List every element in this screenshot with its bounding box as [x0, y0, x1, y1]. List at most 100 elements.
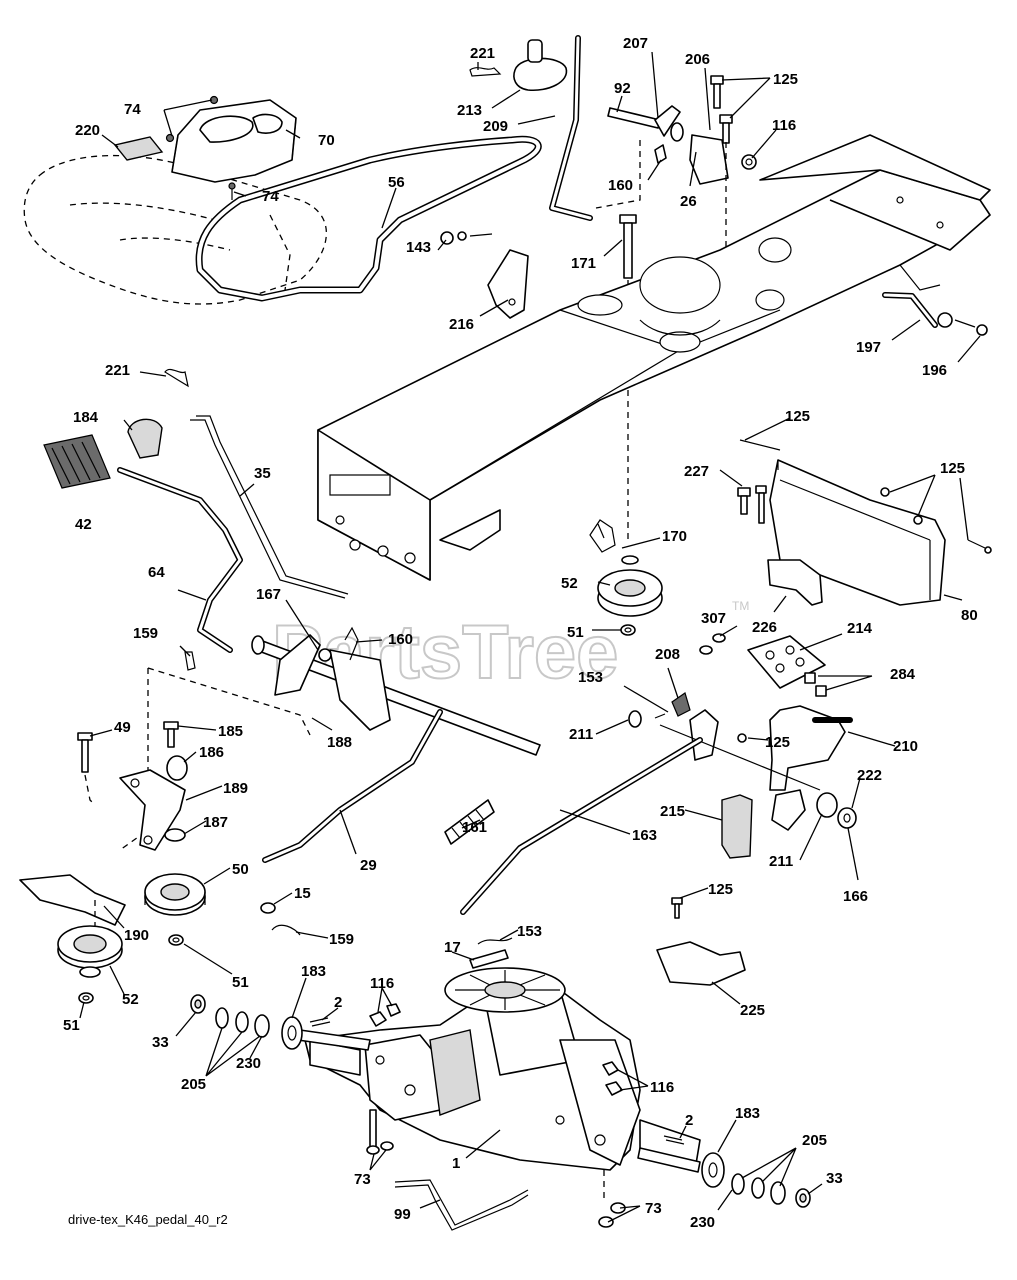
- callout-c210[interactable]: 210: [893, 738, 918, 755]
- callout-c70[interactable]: 70: [318, 132, 335, 149]
- clip-160[interactable]: [344, 626, 359, 661]
- pad-screws[interactable]: [699, 633, 726, 655]
- callout-c170[interactable]: 170: [662, 528, 687, 545]
- washer-15[interactable]: [260, 902, 276, 914]
- spring-17[interactable]: [469, 937, 513, 969]
- callout-c209[interactable]: 209: [483, 118, 508, 135]
- main-frame[interactable]: [317, 134, 991, 581]
- callout-c64[interactable]: 64: [148, 564, 165, 581]
- callout-c125d[interactable]: 125: [765, 734, 790, 751]
- callout-c33a[interactable]: 33: [152, 1034, 169, 1051]
- callout-c125b[interactable]: 125: [785, 408, 810, 425]
- callout-c185[interactable]: 185: [218, 723, 243, 740]
- callout-c17[interactable]: 17: [444, 939, 461, 956]
- cap-33-left[interactable]: [190, 994, 206, 1014]
- callout-c186[interactable]: 186: [199, 744, 224, 761]
- bypass-rod[interactable]: [394, 1179, 529, 1231]
- transaxle[interactable]: [304, 967, 701, 1171]
- lower-bracket[interactable]: [656, 897, 746, 986]
- callout-c197[interactable]: 197: [856, 339, 881, 356]
- callout-c207[interactable]: 207: [623, 35, 648, 52]
- callout-c221a[interactable]: 221: [470, 45, 495, 62]
- callout-c159b[interactable]: 159: [329, 931, 354, 948]
- handle-cap[interactable]: [127, 418, 163, 459]
- cross-shaft[interactable]: [251, 634, 541, 756]
- callout-c189[interactable]: 189: [223, 780, 248, 797]
- callout-c51c[interactable]: 51: [63, 1017, 80, 1034]
- callout-c159a[interactable]: 159: [133, 625, 158, 642]
- key-2-left[interactable]: [309, 1017, 331, 1027]
- callout-c196[interactable]: 196: [922, 362, 947, 379]
- bushing-pair[interactable]: [771, 789, 857, 831]
- callout-c51a[interactable]: 51: [567, 624, 584, 641]
- callout-c166[interactable]: 166: [843, 888, 868, 905]
- callout-c211a[interactable]: 211: [569, 726, 593, 743]
- idler-bracket[interactable]: [119, 721, 188, 851]
- callout-c42[interactable]: 42: [75, 516, 92, 533]
- callout-c222[interactable]: 222: [857, 767, 882, 784]
- callout-c213[interactable]: 213: [457, 102, 482, 119]
- seat-pan-cover[interactable]: [171, 99, 297, 183]
- axle-right[interactable]: [637, 1147, 725, 1188]
- callout-c190[interactable]: 190: [124, 927, 149, 944]
- callout-c216[interactable]: 216: [449, 316, 474, 333]
- nut-51-lower[interactable]: [168, 934, 184, 946]
- callout-c187[interactable]: 187: [203, 814, 228, 831]
- drive-pulley-lower[interactable]: [57, 925, 123, 978]
- callout-c161[interactable]: 161: [462, 819, 487, 836]
- washers-205-right[interactable]: [731, 1173, 786, 1205]
- callout-c2b[interactable]: 2: [685, 1112, 693, 1129]
- rear-linkage[interactable]: [882, 292, 988, 336]
- callout-c116b[interactable]: 116: [370, 975, 394, 992]
- pulley-bolt[interactable]: [619, 214, 637, 279]
- callout-c230b[interactable]: 230: [690, 1214, 715, 1231]
- callout-c33b[interactable]: 33: [826, 1170, 843, 1187]
- callout-c205b[interactable]: 205: [802, 1132, 827, 1149]
- callout-c215[interactable]: 215: [660, 803, 685, 820]
- callout-c225[interactable]: 225: [740, 1002, 765, 1019]
- callout-c116a[interactable]: 116: [772, 117, 796, 134]
- lever-clip-mid[interactable]: [164, 368, 189, 388]
- callout-c49[interactable]: 49: [114, 719, 131, 736]
- handle-grip[interactable]: [43, 434, 111, 489]
- callout-c52a[interactable]: 52: [561, 575, 578, 592]
- seat-screws[interactable]: [165, 95, 236, 201]
- callout-c205a[interactable]: 205: [181, 1076, 206, 1093]
- callout-c99[interactable]: 99: [394, 1206, 411, 1223]
- callout-c227[interactable]: 227: [684, 463, 709, 480]
- clip-159-upper[interactable]: [184, 651, 196, 671]
- callout-c50[interactable]: 50: [232, 861, 249, 878]
- callout-c74b[interactable]: 74: [262, 188, 279, 205]
- nut-51-upper[interactable]: [620, 624, 636, 636]
- callout-c80[interactable]: 80: [961, 607, 978, 624]
- belt-guard[interactable]: [737, 439, 992, 606]
- lever-clip-top[interactable]: [469, 67, 502, 77]
- callout-c29[interactable]: 29: [360, 857, 377, 874]
- callout-c183b[interactable]: 183: [735, 1105, 760, 1122]
- control-knob[interactable]: [513, 39, 568, 92]
- callout-c307[interactable]: 307: [701, 610, 726, 627]
- callout-c284[interactable]: 284: [890, 666, 916, 683]
- brake-pedal-arm[interactable]: [659, 705, 853, 791]
- callout-c160a[interactable]: 160: [608, 177, 633, 194]
- idler-bolt[interactable]: [77, 732, 93, 773]
- pedal-linkage[interactable]: [628, 692, 747, 761]
- callout-c226[interactable]: 226: [752, 619, 777, 636]
- callout-c184[interactable]: 184: [73, 409, 99, 426]
- cruise-rod[interactable]: [190, 415, 349, 599]
- pedal-bracket-215[interactable]: [721, 794, 753, 859]
- callout-c56[interactable]: 56: [388, 174, 405, 191]
- mount-bolts[interactable]: [366, 1109, 626, 1228]
- callout-c167[interactable]: 167: [256, 586, 281, 603]
- washers-205-left[interactable]: [215, 1007, 270, 1038]
- callout-c73a[interactable]: 73: [354, 1171, 371, 1188]
- callout-c163[interactable]: 163: [632, 827, 657, 844]
- callout-c125e[interactable]: 125: [708, 881, 733, 898]
- callout-c214[interactable]: 214: [847, 620, 873, 637]
- callout-c211b[interactable]: 211: [769, 853, 793, 870]
- clip-159-lower[interactable]: [271, 924, 301, 936]
- callout-c153a[interactable]: 153: [578, 669, 603, 686]
- pivot-hardware[interactable]: [595, 105, 729, 209]
- callout-c15[interactable]: 15: [294, 885, 311, 902]
- drive-belt[interactable]: [195, 135, 542, 302]
